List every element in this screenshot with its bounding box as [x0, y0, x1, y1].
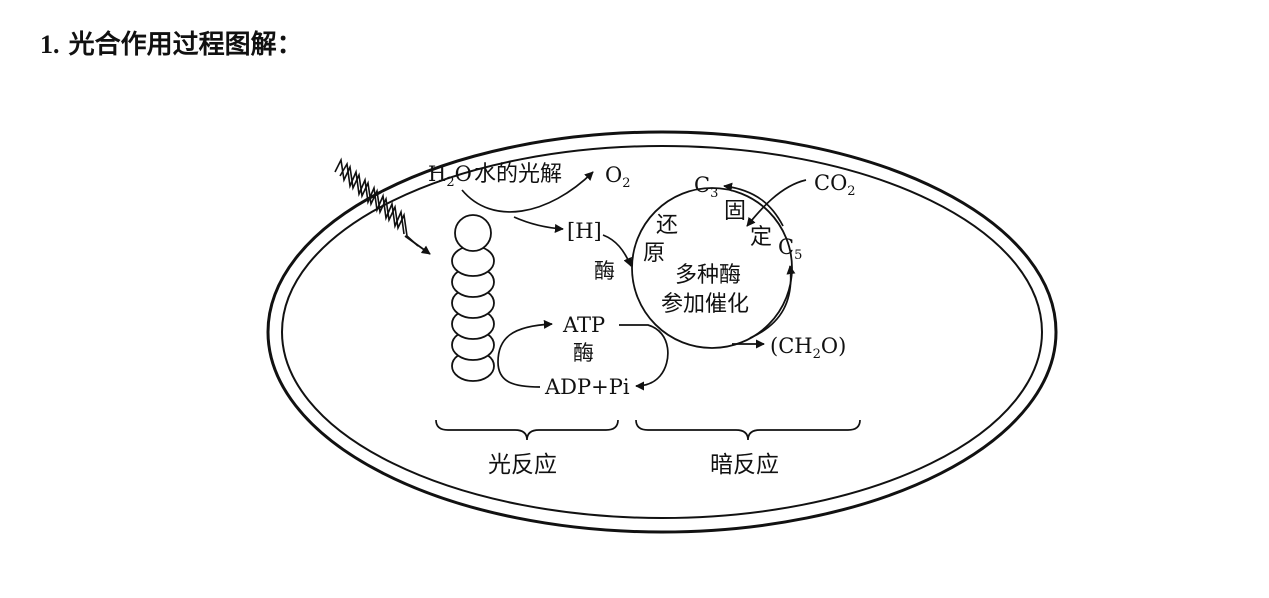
atp-label: ATP: [562, 313, 605, 337]
c5-to-c3-fixation-arrow: [723, 182, 784, 227]
h2o-label: H2O: [428, 162, 472, 190]
dark-reaction-brace: [635, 419, 861, 441]
reduction-label-1: 还: [656, 213, 678, 238]
enzyme-atp-label: 酶: [573, 341, 594, 365]
chloroplast-outer-membrane: [266, 130, 1058, 534]
c3-label: C3: [694, 173, 718, 201]
enzymes-label-2: 参加催化: [661, 292, 749, 317]
light-arrow: [404, 235, 431, 255]
h2o-to-o2-arrow: [461, 171, 594, 213]
reduction-label-2: 原: [643, 241, 665, 266]
heading-title: 光合作用过程图解：: [68, 30, 303, 60]
adp-to-atp-arrow: [497, 319, 553, 388]
thylakoid-stack: [451, 214, 495, 382]
to-h-arrow: [513, 216, 564, 233]
enzymes-label-1: 多种酶: [675, 263, 741, 288]
c5-label: C5: [778, 235, 802, 263]
h-label: [H]: [567, 219, 602, 243]
light-ray-1: [334, 157, 419, 247]
co2-label: CO2: [814, 171, 856, 199]
co2-arrow: [746, 179, 807, 227]
heading: 1. 光合作用过程图解：: [40, 24, 303, 61]
ch2o-label: (CH2O): [770, 334, 846, 362]
heading-number: 1.: [40, 30, 60, 59]
adp-pi-label: ADP+Pi: [544, 375, 630, 399]
h-to-calvin-arrow: [602, 234, 632, 267]
dark-reaction-label: 暗反应: [710, 452, 779, 478]
regenerate-c5-arrow: [749, 265, 796, 339]
chloroplast-inner-membrane: [281, 145, 1043, 519]
atp-to-calvin-arrow: [619, 324, 669, 391]
water-photolysis-label: 水的光解: [474, 162, 562, 187]
light-reaction-label: 光反应: [488, 452, 557, 478]
o2-label: O2: [605, 163, 631, 191]
light-ray-2: [339, 161, 405, 235]
fixation-label-2: 定: [750, 225, 772, 250]
light-reaction-brace: [435, 419, 619, 441]
fixation-label-1: 固: [724, 199, 746, 224]
enzyme-light-label: 酶: [594, 259, 615, 283]
